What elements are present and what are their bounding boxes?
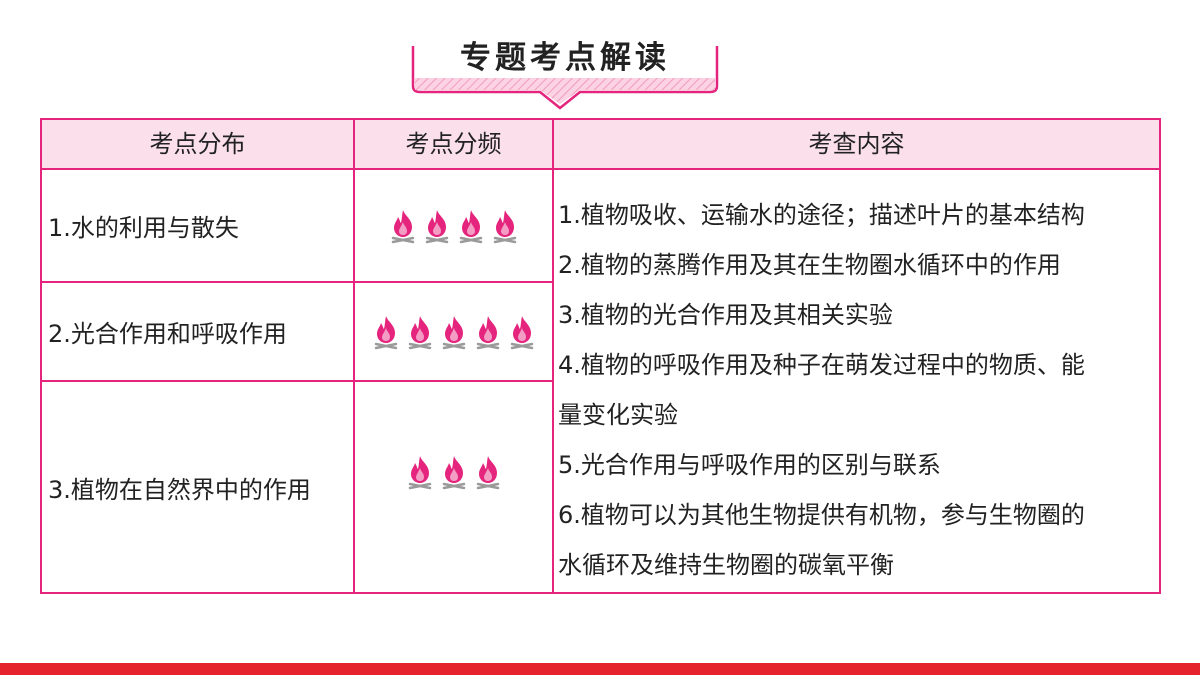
topic-cell: 2.光合作用和呼吸作用 bbox=[48, 320, 287, 348]
row-divider bbox=[42, 168, 1159, 170]
content-cell: 1.植物吸收、运输水的途径；描述叶片的基本结构 2.植物的蒸腾作用及其在生物圈水… bbox=[554, 170, 1159, 592]
content-line: 量变化实验 bbox=[558, 401, 678, 429]
bottom-stripe bbox=[0, 663, 1200, 675]
flame-icon bbox=[473, 314, 503, 350]
banner-title: 专题考点解读 bbox=[460, 40, 670, 76]
flame-icon bbox=[405, 314, 435, 350]
column-divider bbox=[353, 120, 355, 592]
flame-icon bbox=[507, 314, 537, 350]
row-divider bbox=[42, 281, 553, 283]
header-content: 考查内容 bbox=[554, 120, 1159, 168]
content-line: 4.植物的呼吸作用及种子在萌发过程中的物质、能 bbox=[558, 351, 1085, 379]
header-frequency: 考点分频 bbox=[355, 120, 552, 168]
flame-icon bbox=[371, 314, 401, 350]
content-line: 1.植物吸收、运输水的途径；描述叶片的基本结构 bbox=[558, 201, 1085, 229]
row-divider bbox=[42, 380, 553, 382]
flame-icon bbox=[439, 314, 469, 350]
frequency-cell bbox=[355, 382, 552, 562]
topic-cell: 1.水的利用与散失 bbox=[48, 214, 239, 242]
header-distribution: 考点分布 bbox=[42, 120, 353, 168]
content-line: 6.植物可以为其他生物提供有机物，参与生物圈的 bbox=[558, 501, 1085, 529]
flame-icon bbox=[473, 454, 503, 490]
column-divider bbox=[552, 120, 554, 592]
flame-icon bbox=[456, 208, 486, 244]
content-line: 3.植物的光合作用及其相关实验 bbox=[558, 301, 893, 329]
topic-cell: 3.植物在自然界中的作用 bbox=[48, 475, 311, 504]
flame-icon bbox=[490, 208, 520, 244]
flame-icon bbox=[439, 454, 469, 490]
flame-icon bbox=[405, 454, 435, 490]
content-line: 5.光合作用与呼吸作用的区别与联系 bbox=[558, 451, 941, 479]
section-banner: 专题考点解读 bbox=[410, 36, 720, 114]
frequency-cell bbox=[355, 283, 552, 380]
flame-icon bbox=[422, 208, 452, 244]
flame-icon bbox=[388, 208, 418, 244]
banner-frame bbox=[411, 46, 719, 110]
frequency-cell bbox=[355, 170, 552, 281]
content-line: 水循环及维持生物圈的碳氧平衡 bbox=[558, 551, 894, 579]
exam-points-table: 考点分布 考点分频 考查内容 1.水的利用与散失 2.光合作用和呼吸作用 3.植… bbox=[40, 118, 1161, 594]
content-line: 2.植物的蒸腾作用及其在生物圈水循环中的作用 bbox=[558, 251, 1061, 279]
